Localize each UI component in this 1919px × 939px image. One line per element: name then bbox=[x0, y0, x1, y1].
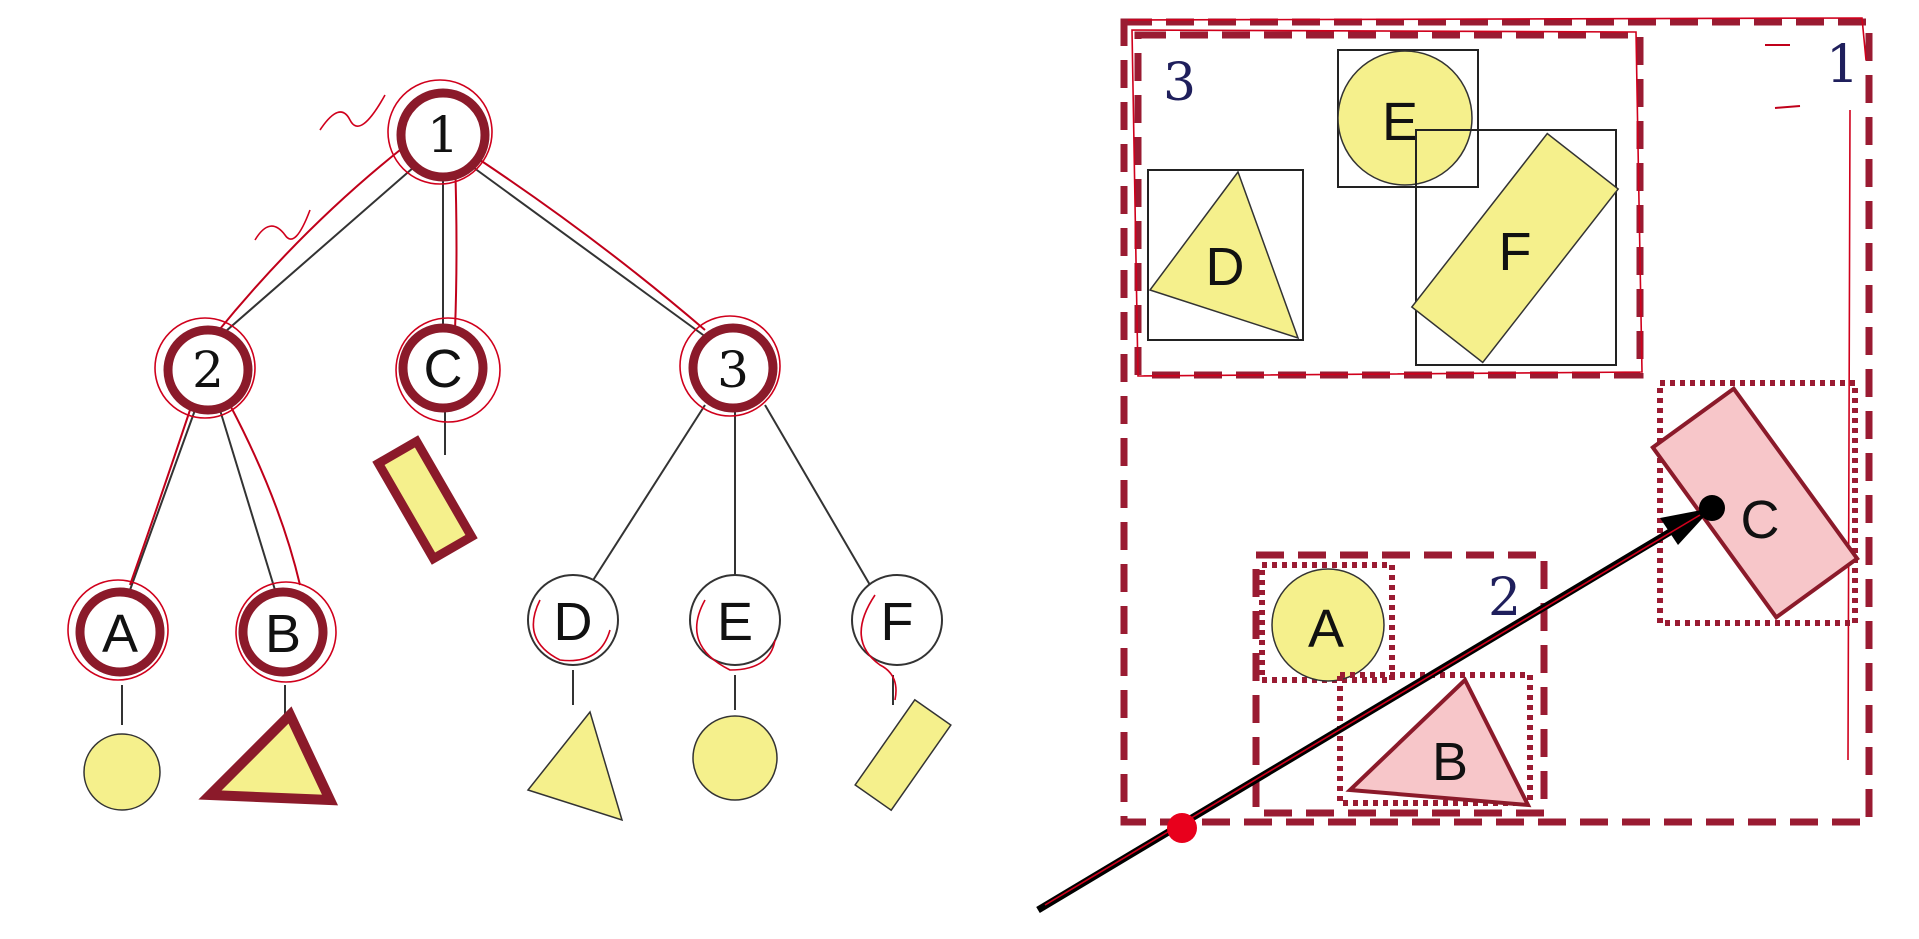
edge-2-b bbox=[219, 409, 276, 591]
tree-node-a-scribble bbox=[67, 579, 169, 681]
traversal-stroke-1-2 bbox=[214, 149, 401, 336]
tree-node-d: D bbox=[527, 574, 619, 666]
tree-node-a: A bbox=[67, 579, 169, 681]
tree-node-2-label: 2 bbox=[192, 341, 224, 399]
object-d-bbox bbox=[1147, 169, 1304, 341]
bvh-tree: 1 2 C 3 A B bbox=[67, 79, 952, 822]
object-d-label: D bbox=[1206, 237, 1245, 297]
tree-node-e-scribble bbox=[695, 599, 776, 671]
bounding-box-1-label: 1 bbox=[1826, 35, 1859, 95]
object-e-circle bbox=[1337, 50, 1473, 186]
tree-node-c-scribble bbox=[395, 317, 501, 423]
object-d-triangle bbox=[1148, 170, 1300, 340]
traversal-stroke-1-c bbox=[454, 159, 458, 331]
tree-node-3-scribble bbox=[679, 315, 781, 417]
tree-node-b-scribble bbox=[235, 581, 337, 683]
tree-node-c-circle bbox=[398, 323, 488, 413]
object-e-label: E bbox=[1382, 92, 1418, 152]
bounding-box-3-label: 3 bbox=[1163, 53, 1196, 113]
edge-3-f bbox=[764, 404, 871, 586]
traversal-stroke-2-a bbox=[129, 409, 191, 586]
object-f-bbox bbox=[1415, 129, 1617, 366]
traversal-stroke-2-b bbox=[229, 404, 301, 586]
check-mark-scribble bbox=[254, 209, 311, 241]
tree-node-3-circle bbox=[688, 323, 778, 413]
tree-node-e-circle bbox=[689, 574, 781, 666]
bounding-box-1-scribble bbox=[1127, 17, 1867, 761]
ray-hit-point bbox=[1699, 495, 1725, 521]
tree-node-root-scribble bbox=[387, 79, 493, 185]
tree-node-c-label: C bbox=[424, 339, 463, 399]
tree-node-a-circle bbox=[75, 587, 165, 677]
tree-node-f-circle bbox=[851, 574, 943, 666]
tree-node-f: F bbox=[851, 574, 943, 701]
tree-node-a-label: A bbox=[102, 604, 138, 664]
object-c-label: C bbox=[1741, 490, 1780, 550]
tree-node-d-scribble bbox=[532, 599, 611, 662]
primitive-d-triangle bbox=[526, 710, 624, 822]
ray-scribble bbox=[1044, 514, 1701, 906]
tree-node-2-scribble bbox=[154, 317, 256, 419]
tree-node-b-circle bbox=[238, 587, 328, 677]
bounding-box-c bbox=[1657, 380, 1858, 626]
ray-entry-point bbox=[1167, 813, 1197, 843]
tree-node-root: 1 bbox=[387, 79, 493, 185]
bounding-box-1 bbox=[1120, 18, 1873, 826]
object-c-rect bbox=[1650, 385, 1860, 621]
primitive-c-rect bbox=[372, 435, 478, 565]
tree-node-e: E bbox=[689, 574, 781, 671]
bounding-box-3-scribble bbox=[1131, 29, 1643, 377]
object-f-label: F bbox=[1499, 222, 1532, 282]
tree-node-b: B bbox=[235, 581, 337, 683]
bounding-box-2-label: 2 bbox=[1488, 568, 1521, 628]
tree-node-f-scribble bbox=[860, 594, 897, 701]
scene-view: 1 3 E D F C 2 A bbox=[1036, 17, 1873, 914]
bounding-box-2 bbox=[1252, 551, 1548, 817]
object-a-circle bbox=[1271, 568, 1385, 682]
ray-arrowhead bbox=[1660, 508, 1712, 545]
tree-node-root-label: 1 bbox=[427, 106, 459, 164]
tree-node-b-label: B bbox=[265, 604, 301, 664]
tree-node-d-circle bbox=[527, 574, 619, 666]
tree-node-root-circle bbox=[396, 88, 490, 182]
tree-node-f-label: F bbox=[881, 592, 914, 652]
edge-2-a bbox=[129, 409, 196, 591]
primitive-a-circle bbox=[83, 733, 161, 811]
edge-1-2 bbox=[209, 139, 446, 346]
edge-1-3 bbox=[469, 164, 711, 341]
primitive-e-circle bbox=[692, 715, 778, 801]
primitive-f-rect bbox=[854, 698, 952, 812]
object-b-triangle bbox=[1345, 676, 1532, 808]
tree-node-3-label: 3 bbox=[717, 341, 749, 399]
primitive-b-triangle bbox=[198, 706, 339, 806]
check-mark-scribble bbox=[319, 94, 386, 131]
tree-node-e-label: E bbox=[717, 592, 753, 652]
tree-node-2-circle bbox=[163, 325, 253, 415]
object-a-label: A bbox=[1308, 599, 1344, 659]
bounding-box-3 bbox=[1134, 31, 1644, 379]
tree-node-c: C bbox=[395, 317, 501, 423]
tree-node-2: 2 bbox=[154, 317, 256, 419]
traversal-stroke-1-3 bbox=[479, 159, 706, 331]
tree-node-3: 3 bbox=[679, 315, 781, 417]
check-mark-scribble bbox=[1774, 105, 1801, 109]
ray bbox=[1036, 495, 1725, 914]
edge-3-d bbox=[589, 404, 706, 586]
tree-node-d-label: D bbox=[554, 592, 593, 652]
object-f-rect bbox=[1410, 132, 1620, 364]
object-b-label: B bbox=[1432, 732, 1468, 792]
